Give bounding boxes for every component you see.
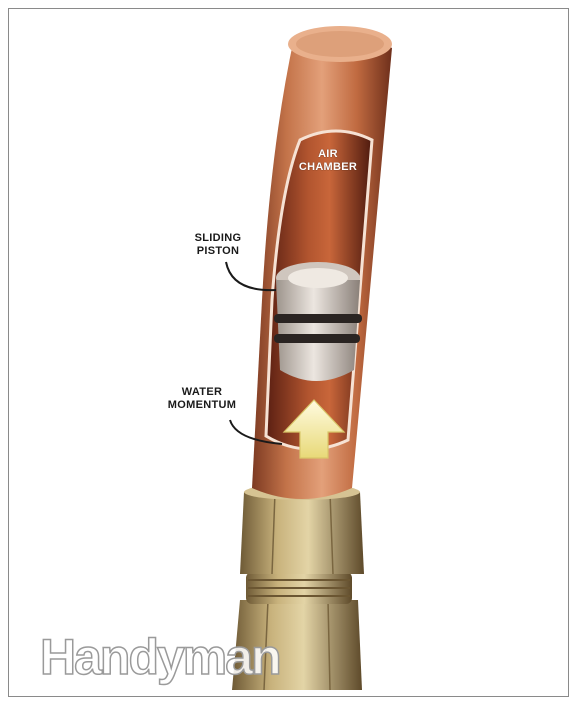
brand-watermark: Handyman: [40, 628, 280, 686]
water-momentum-label: WATER MOMENTUM: [146, 386, 258, 412]
sliding-piston-label: SLIDING PISTON: [178, 232, 258, 258]
air-chamber-label: AIR CHAMBER: [283, 148, 373, 174]
threaded-section: [246, 572, 352, 604]
sliding-piston: [274, 262, 362, 381]
